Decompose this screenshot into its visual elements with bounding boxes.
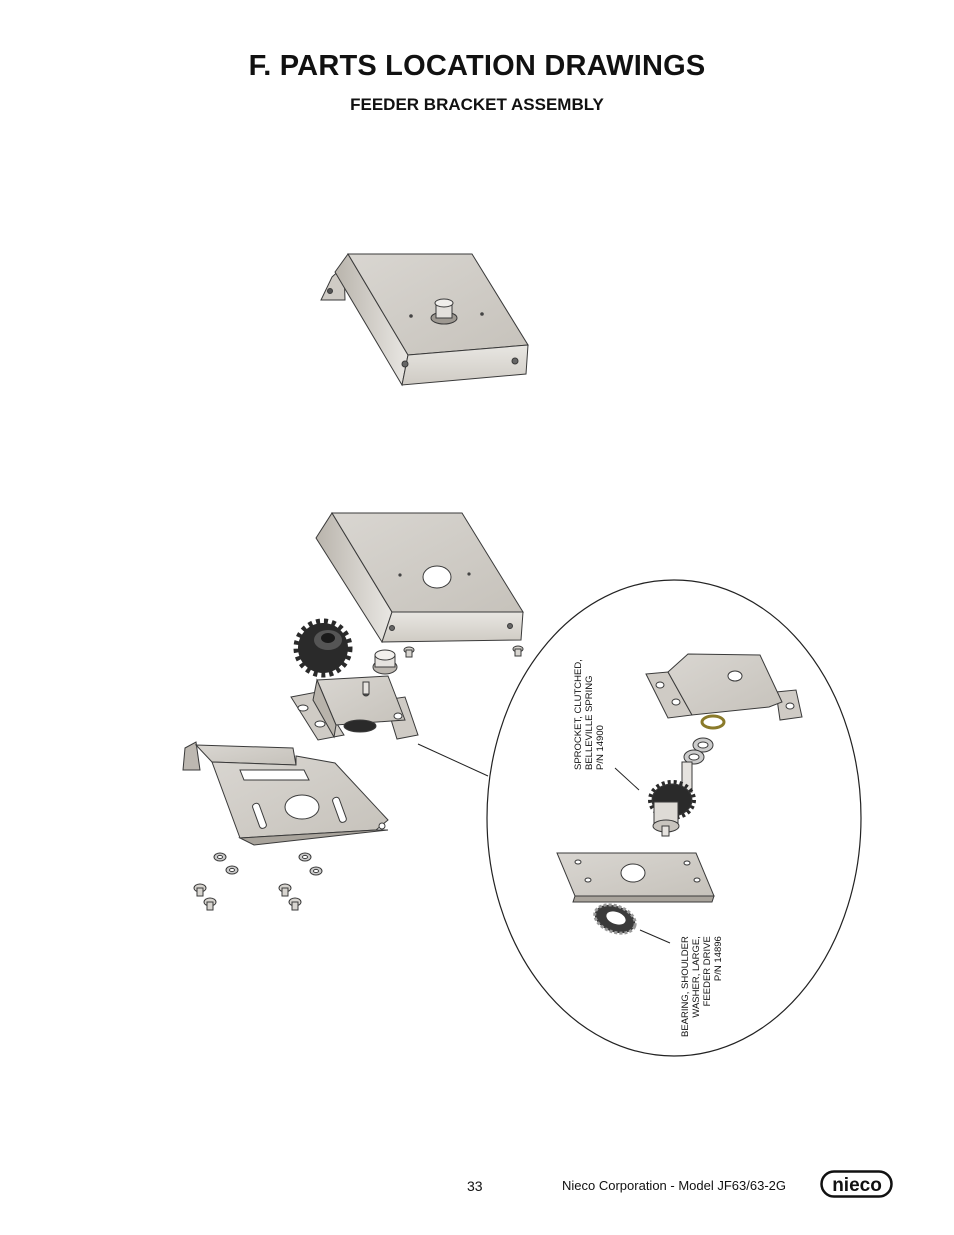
sprocket-leader bbox=[614, 767, 640, 791]
washer-leader bbox=[639, 929, 671, 944]
assembled-cover bbox=[320, 253, 529, 387]
detail-leader bbox=[417, 743, 489, 777]
footer-corporation: Nieco Corporation - Model JF63/63-2G bbox=[562, 1178, 786, 1193]
drive-bracket bbox=[290, 675, 419, 741]
detail-spring bbox=[700, 714, 726, 730]
nieco-logo: nieco bbox=[820, 1170, 893, 1198]
exploded-cover bbox=[315, 512, 524, 644]
cover-screws bbox=[403, 645, 524, 658]
cover-front bbox=[401, 344, 529, 386]
detail-clutched-sprocket bbox=[648, 761, 696, 837]
callout-sprocket: SPROCKET, CLUTCHED, BELLEVILLE SPRING P/… bbox=[573, 659, 606, 770]
callout-bearing: BEARING, SHOULDER WASHER, LARGE, FEEDER … bbox=[680, 936, 724, 1037]
base-fasteners bbox=[193, 852, 323, 911]
base-plate bbox=[182, 741, 389, 846]
page-title: F. PARTS LOCATION DRAWINGS bbox=[248, 50, 706, 82]
detail-washers bbox=[683, 737, 714, 765]
exploded-cover-front bbox=[381, 611, 524, 643]
page-subtitle: FEEDER BRACKET ASSEMBLY bbox=[350, 95, 604, 114]
detail-bearing-washer bbox=[593, 903, 637, 935]
bushing bbox=[372, 649, 398, 675]
detail-lower-plate bbox=[556, 852, 715, 903]
page-number: 33 bbox=[467, 1178, 483, 1194]
exploded-sprocket bbox=[293, 618, 353, 678]
cover-hole bbox=[422, 565, 452, 589]
detail-upper-bracket bbox=[645, 653, 803, 721]
svg-text:nieco: nieco bbox=[832, 1175, 882, 1196]
detail-ellipse bbox=[486, 579, 862, 1057]
